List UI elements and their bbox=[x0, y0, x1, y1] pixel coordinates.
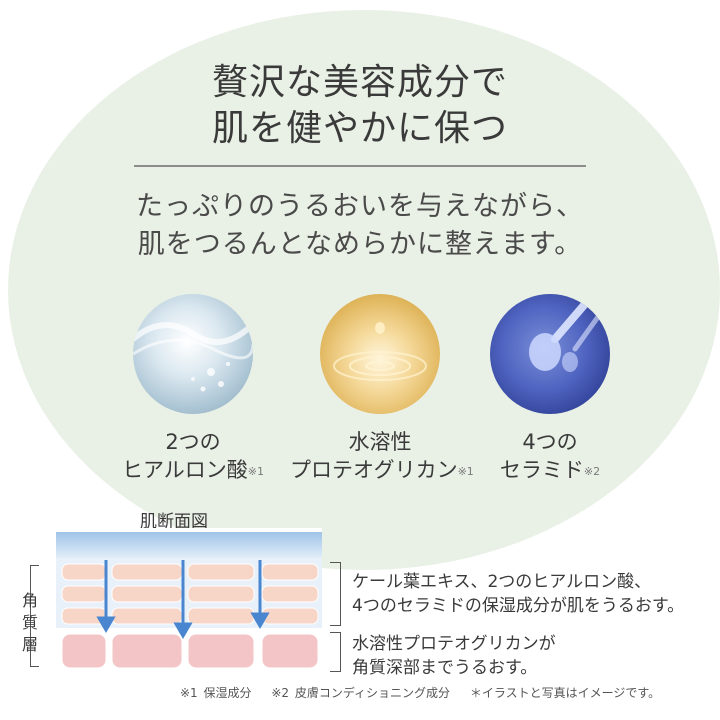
golden-droplet-image bbox=[320, 294, 440, 414]
footnote-2: ※2 皮膚コンディショニング成分 bbox=[271, 686, 451, 700]
headline-line1: 贅沢な美容成分で bbox=[211, 62, 508, 103]
ingredient-label: 水溶性 プロテオグリカン※1 bbox=[290, 430, 474, 482]
headline-line2: 肌を健やかに保つ bbox=[211, 108, 508, 149]
ingredient-hyaluronic-acid: 2つの ヒアルロン酸※1 bbox=[113, 294, 273, 484]
headline: 贅沢な美容成分で 肌を健やかに保つ bbox=[0, 60, 720, 152]
subheadline-line2: 肌をつるんとなめらかに整えます。 bbox=[137, 229, 583, 260]
brace-upper bbox=[330, 562, 341, 626]
footnote-3: ＊イラストと写真はイメージです。 bbox=[469, 686, 661, 700]
description-lower: 水溶性プロテオグリカンが 角質深部までうるおす。 bbox=[352, 634, 556, 678]
stratum-corneum-label: 角質層 bbox=[21, 591, 38, 654]
description-upper: ケール葉エキス、2つのヒアルロン酸、 4つのセラミドの保湿成分が肌をうるおす。 bbox=[352, 572, 685, 616]
water-splash-image bbox=[133, 294, 253, 414]
subheadline-line1: たっぷりのうるおいを与えながら、 bbox=[136, 191, 584, 222]
background-ellipse bbox=[8, 10, 720, 570]
divider bbox=[134, 165, 586, 167]
ingredient-label: 4つの セラミド※2 bbox=[499, 430, 601, 482]
ingredient-proteoglycan: 水溶性 プロテオグリカン※1 bbox=[290, 294, 474, 484]
footnote-1: ※1 保湿成分 bbox=[180, 686, 252, 700]
skin-cross-section-diagram bbox=[56, 528, 322, 673]
ingredient-ceramide: 4つの セラミド※2 bbox=[470, 294, 630, 484]
layer-bracket bbox=[30, 565, 39, 667]
brace-lower bbox=[330, 632, 341, 672]
diagram-title: 肌断面図 bbox=[140, 512, 208, 532]
footnotes: ※1 保湿成分 ※2 皮膚コンディショニング成分 ＊イラストと写真はイメージです… bbox=[180, 684, 674, 701]
subheadline: たっぷりのうるおいを与えながら、 肌をつるんとなめらかに整えます。 bbox=[0, 188, 720, 264]
ingredient-label: 2つの ヒアルロン酸※1 bbox=[121, 430, 264, 482]
serum-drop-image bbox=[490, 294, 610, 414]
